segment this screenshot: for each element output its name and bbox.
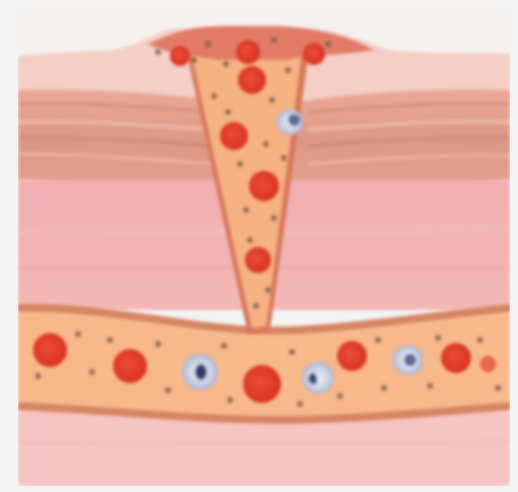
tissue-cross-section <box>18 4 510 486</box>
tissue-illustration <box>18 4 510 486</box>
